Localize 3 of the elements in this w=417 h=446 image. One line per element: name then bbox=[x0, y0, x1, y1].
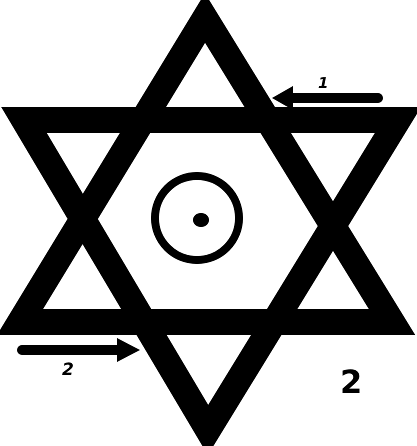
callout-number: 2 bbox=[62, 362, 74, 379]
callout-number: 2 bbox=[340, 366, 362, 398]
callout-number: 1 bbox=[318, 76, 328, 91]
